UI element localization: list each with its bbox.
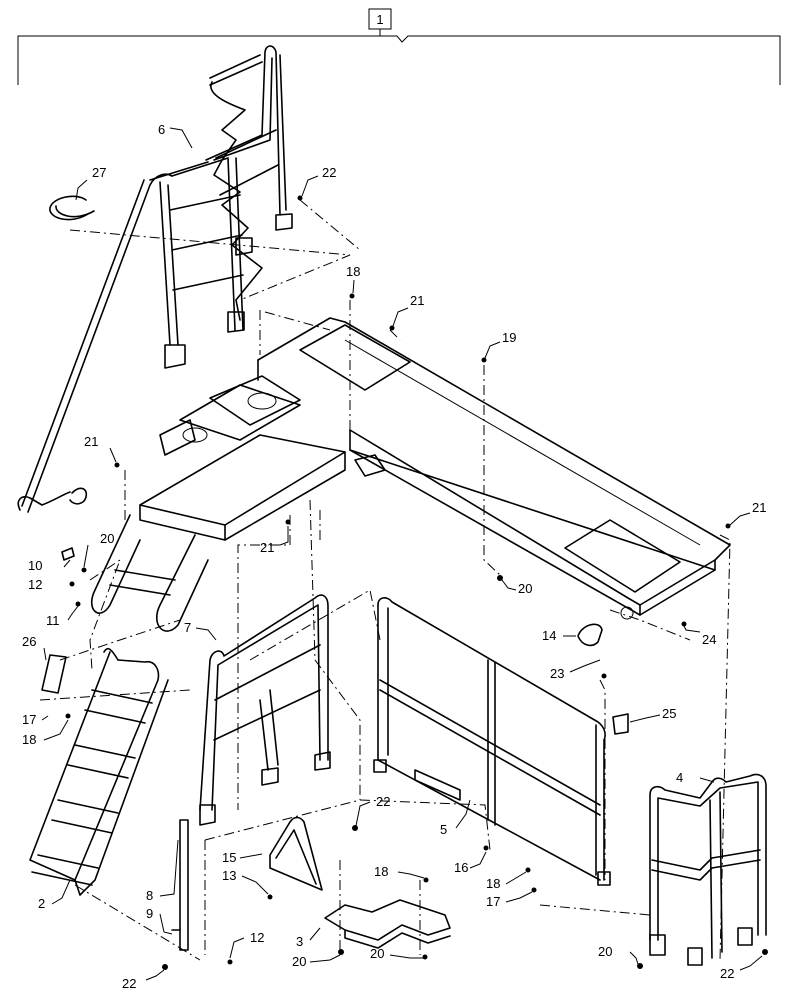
callout-22: 22	[720, 966, 734, 981]
gate-panel-part	[373, 597, 611, 886]
callout-18: 18	[22, 732, 36, 747]
callout-15: 15	[222, 850, 236, 865]
callout-13: 13	[222, 868, 236, 883]
callout-12: 12	[28, 577, 42, 592]
callout-18: 18	[486, 876, 500, 891]
callout-2: 2	[38, 896, 45, 911]
callout-20: 20	[292, 954, 306, 969]
callout-14: 14	[542, 628, 556, 643]
callout-11: 11	[46, 613, 60, 628]
callout-4: 4	[676, 770, 683, 785]
callout-3: 3	[296, 934, 303, 949]
callout-16: 16	[454, 860, 468, 875]
callout-20: 20	[370, 946, 384, 961]
callout-25: 25	[662, 706, 676, 721]
callout-24: 24	[702, 632, 716, 647]
small-parts	[41, 547, 629, 735]
callout-20: 20	[518, 581, 532, 596]
callout-27: 27	[92, 165, 106, 180]
callout-21: 21	[410, 293, 424, 308]
callout-5: 5	[440, 822, 447, 837]
callout-19: 19	[502, 330, 516, 345]
callout-22: 22	[122, 976, 136, 991]
assembly-number: 1	[376, 12, 383, 27]
callout-9: 9	[146, 906, 153, 921]
callout-22: 22	[376, 794, 390, 809]
step-plate-part	[324, 899, 451, 949]
callout-20: 20	[598, 944, 612, 959]
leader-lines	[41, 127, 763, 981]
callout-21: 21	[752, 500, 766, 515]
callout-12: 12	[250, 930, 264, 945]
callout-26: 26	[22, 634, 36, 649]
step-ladder-part	[29, 514, 209, 896]
callout-18: 18	[346, 264, 360, 279]
callout-8: 8	[146, 888, 153, 903]
callout-23: 23	[550, 666, 564, 681]
callout-17: 17	[22, 712, 36, 727]
callout-labels: 27 6 22 18 21 19 21 21 21 20 10 12 20 11…	[22, 122, 766, 991]
top-handrail-part	[17, 45, 293, 513]
callout-20: 20	[100, 531, 114, 546]
side-handrail-part	[199, 594, 331, 826]
callout-10: 10	[28, 558, 42, 573]
platform-walkway-part	[139, 317, 731, 620]
callout-22: 22	[322, 165, 336, 180]
callout-6: 6	[158, 122, 165, 137]
callout-17: 17	[486, 894, 500, 909]
corner-handrail-part	[649, 773, 767, 966]
assembly-bracket: 1	[17, 8, 781, 85]
hardware-points	[65, 195, 768, 970]
triangle-bracket-part	[269, 816, 323, 891]
callout-18: 18	[374, 864, 388, 879]
assembly-centerlines	[39, 199, 731, 961]
callout-21: 21	[260, 540, 274, 555]
retaining-ring-part	[49, 195, 95, 221]
callout-7: 7	[184, 620, 191, 635]
callout-21: 21	[84, 434, 98, 449]
support-rod-part	[171, 819, 189, 951]
